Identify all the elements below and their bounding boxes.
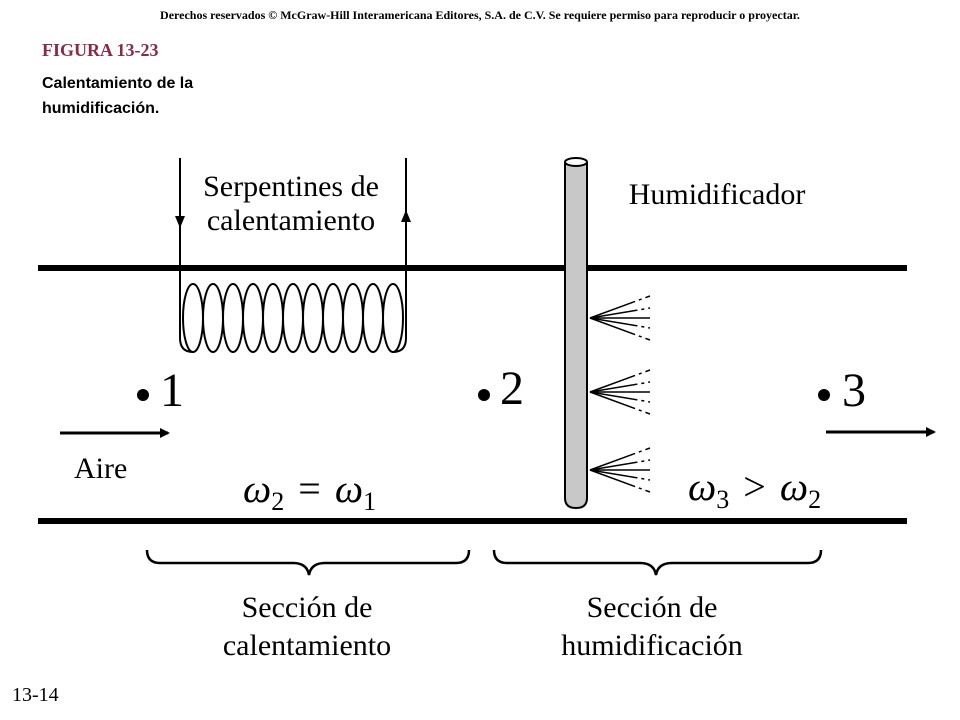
state-1-label: 1 <box>160 364 184 417</box>
coil-loop <box>202 283 224 353</box>
state-3-label: 3 <box>842 364 866 417</box>
state-3-dot <box>818 389 830 401</box>
coil-connector <box>179 337 407 353</box>
copyright-notice: Derechos reservados © McGraw-Hill Intera… <box>160 8 800 22</box>
equation-humidification: ω3>ω2 <box>688 464 821 514</box>
spray-nozzles <box>589 295 651 493</box>
heating-coil-lines <box>179 158 407 338</box>
coil-loop <box>242 283 264 353</box>
spray-nozzle <box>589 369 651 415</box>
coil-loop <box>362 283 384 353</box>
page-number: 13-14 <box>12 684 59 706</box>
coils-label-line1: Serpentines de <box>203 170 379 203</box>
figure-label: FIGURA 13-23 <box>42 40 159 60</box>
coil-loop <box>282 283 304 353</box>
coil-outlet-arrow <box>401 210 411 222</box>
heating-section-brace <box>145 549 471 576</box>
state-1-dot <box>137 389 149 401</box>
equation-heating: ω2=ω1 <box>243 466 376 516</box>
coil-loop <box>322 283 344 353</box>
coil-loop <box>302 283 324 353</box>
coil-loop <box>182 283 204 353</box>
section-heating-line2: calentamiento <box>223 629 391 662</box>
humidifier-pipe <box>564 162 588 510</box>
heating-coil <box>179 283 407 353</box>
section-heating-line1: Sección de <box>242 591 373 624</box>
air-label: Aire <box>74 452 127 485</box>
section-humid-line1: Sección de <box>587 591 718 624</box>
coils-label-line2: calentamiento <box>207 204 375 237</box>
section-humid-line2: humidificación <box>561 629 743 662</box>
coil-loop <box>222 283 244 353</box>
coil-inlet-arrow <box>175 216 185 228</box>
humidification-section-brace <box>492 549 823 576</box>
state-2-label: 2 <box>500 362 524 415</box>
coil-loop <box>262 283 284 353</box>
coil-loop <box>342 283 364 353</box>
humidifier-pipe-top <box>564 157 588 167</box>
state-2-dot <box>478 389 490 401</box>
coil-loop <box>382 283 404 353</box>
figure-caption: Calentamiento de la humidificación. <box>42 75 194 117</box>
spray-nozzle <box>589 447 651 493</box>
spray-nozzle <box>589 295 651 341</box>
humidifier-label: Humidificador <box>629 178 806 211</box>
